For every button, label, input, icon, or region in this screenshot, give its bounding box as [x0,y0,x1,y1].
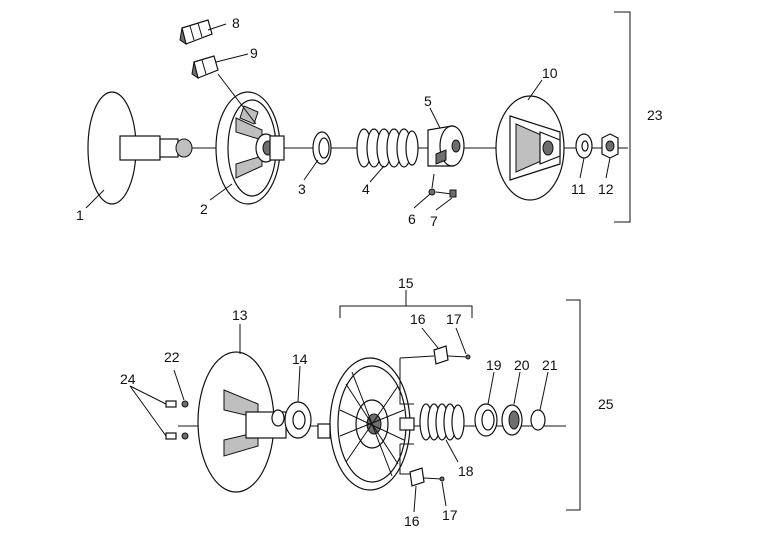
label-part-25: 25 [598,396,614,412]
part-19-ring [474,403,498,437]
part-1-fixed-sheave [87,91,193,205]
part-14-washer [271,401,312,439]
part-11-washer [575,133,593,159]
driven-moveable-sheave [317,357,415,491]
part-4-spring [356,128,419,168]
label-part-1: 1 [76,207,84,223]
part-24-screw [165,400,177,440]
part-5-spider [427,125,465,167]
label-part-17-lower: 17 [442,507,458,523]
top-assembly [87,11,631,223]
label-part-21: 21 [542,357,558,373]
label-part-19: 19 [486,357,502,373]
label-part-14: 14 [292,351,308,367]
part-7-screw [435,189,457,198]
label-part-20: 20 [514,357,530,373]
part-17-lower-pin [423,476,445,482]
bottom-assembly [165,290,581,511]
label-part-6: 6 [408,211,416,227]
part-labels: 1 2 3 4 5 6 7 8 9 10 11 12 23 13 14 15 1… [76,15,663,529]
label-part-5: 5 [424,93,432,109]
label-part-15: 15 [398,275,414,291]
label-part-12: 12 [598,181,614,197]
label-part-13: 13 [232,307,248,323]
label-part-18: 18 [458,463,474,479]
label-part-4: 4 [362,181,370,197]
part-22-screw [181,400,189,440]
label-part-11: 11 [571,181,586,197]
leader-lines [85,23,611,513]
part-18-spring [419,403,465,441]
label-part-16-lower: 16 [404,513,420,529]
part-12-nut [601,133,619,159]
part-13-sheave [197,351,287,493]
label-part-9: 9 [250,45,258,61]
label-part-23: 23 [647,107,663,123]
part-9-weight [191,55,219,80]
label-part-16-upper: 16 [410,311,426,327]
part-2-moveable-sheave [215,91,285,205]
label-part-2: 2 [200,201,208,217]
part-16-upper-roller [433,345,449,365]
part-17-upper-pin [447,354,471,360]
part-6-nut [428,188,436,196]
label-part-3: 3 [298,181,306,197]
label-part-22: 22 [164,349,180,365]
part-3-bushing [312,131,332,165]
part-21-clip [530,409,546,431]
label-part-10: 10 [542,65,558,81]
label-part-7: 7 [430,213,438,229]
part-16-lower-roller [409,467,425,487]
part-10-cover [495,95,565,201]
label-part-17-upper: 17 [446,311,462,327]
part-20-ring [501,404,523,436]
part-8-weight [179,19,213,46]
label-part-8: 8 [232,15,240,31]
label-part-24: 24 [120,371,136,387]
